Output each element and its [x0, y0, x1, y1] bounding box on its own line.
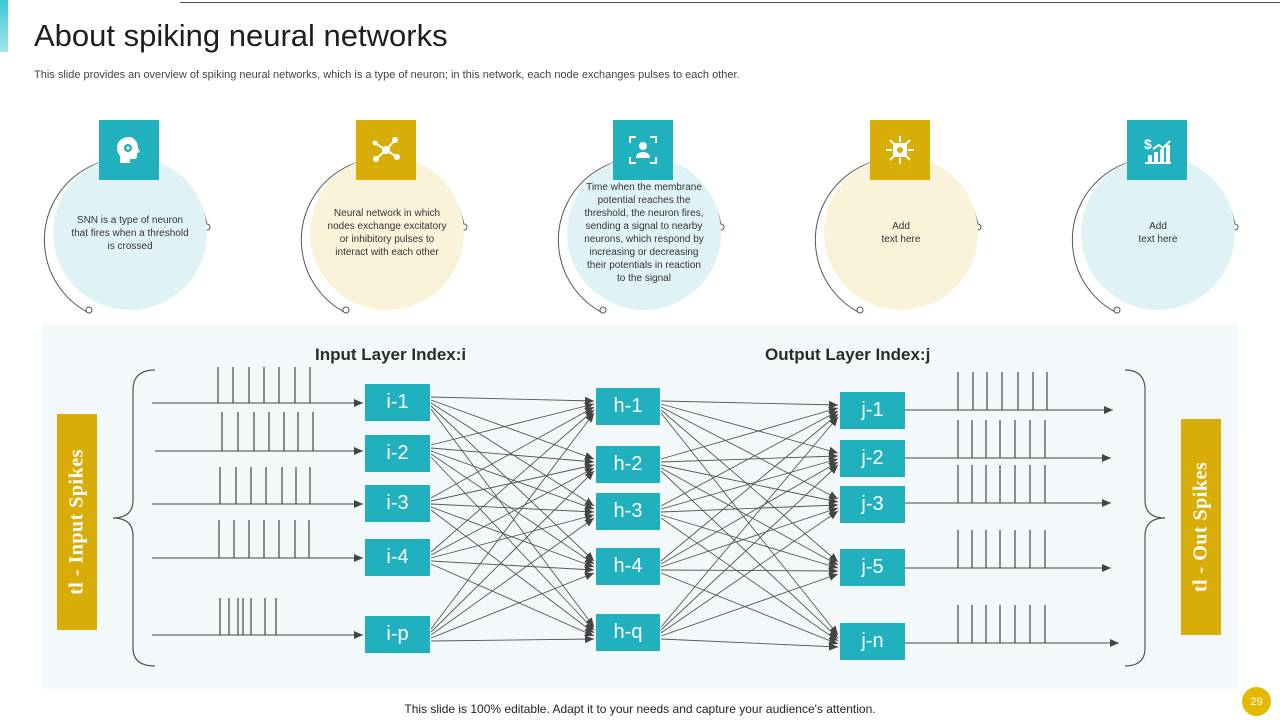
brain-gear-icon — [99, 120, 159, 180]
output-layer-header: Output Layer Index:j — [765, 345, 931, 364]
hidden-node: h-4 — [596, 548, 660, 585]
input-node: i-3 — [365, 485, 430, 522]
page-subtitle: This slide provides an overview of spiki… — [34, 69, 740, 81]
input-spikes-label: tl - Input Spikes — [57, 414, 97, 630]
finance-chart-icon: $ — [1127, 120, 1187, 180]
title-accent-bar — [0, 0, 8, 52]
input-layer-header: Input Layer Index:i — [315, 345, 467, 364]
footer-note: This slide is 100% editable. Adapt it to… — [404, 702, 876, 716]
out-spikes-label: tl - Out Spikes — [1181, 419, 1221, 635]
svg-text:$: $ — [1144, 136, 1152, 152]
output-node: j-n — [840, 623, 905, 660]
input-node: i-p — [365, 616, 430, 653]
card-disc: Neural network in which nodes exchange e… — [310, 156, 464, 310]
card-text: Neural network in which nodes exchange e… — [327, 208, 447, 258]
card-text: Time when the membrane potential reaches… — [584, 182, 704, 284]
top-rule — [0, 0, 1280, 6]
input-node: i-1 — [365, 384, 430, 421]
input-node: i-2 — [365, 435, 430, 472]
info-card-add-text-1: Add text here — [805, 120, 995, 320]
info-card-snn: SNN is a type of neuron that fires when … — [34, 120, 224, 320]
card-text: SNN is a type of neuron that fires when … — [71, 214, 189, 252]
hidden-node: h-3 — [596, 493, 660, 530]
card-disc: Time when the membrane potential reaches… — [567, 156, 721, 310]
hidden-node: h-1 — [596, 388, 660, 425]
network-nodes-icon — [356, 120, 416, 180]
card-text: Add text here — [881, 221, 921, 245]
info-card-membrane-potential: Time when the membrane potential reaches… — [548, 120, 738, 320]
card-disc: SNN is a type of neuron that fires when … — [53, 156, 207, 310]
person-focus-icon — [613, 120, 673, 180]
card-text: Add text here — [1138, 221, 1178, 245]
output-node: j-2 — [840, 440, 905, 477]
page-title: About spiking neural networks — [34, 18, 448, 53]
card-disc: Add text here — [824, 156, 978, 310]
page-number: 29 — [1242, 687, 1271, 716]
hidden-node: h-q — [596, 614, 660, 651]
info-card-neural-network: Neural network in which nodes exchange e… — [291, 120, 481, 320]
info-card-add-text-2: Add text here $ — [1062, 120, 1252, 320]
chip-gear-icon — [870, 120, 930, 180]
output-node: j-3 — [840, 486, 905, 523]
output-node: j-5 — [840, 549, 905, 586]
output-node: j-1 — [840, 392, 905, 429]
input-node: i-4 — [365, 539, 430, 576]
card-disc: Add text here — [1081, 156, 1235, 310]
hidden-node: h-2 — [596, 446, 660, 483]
